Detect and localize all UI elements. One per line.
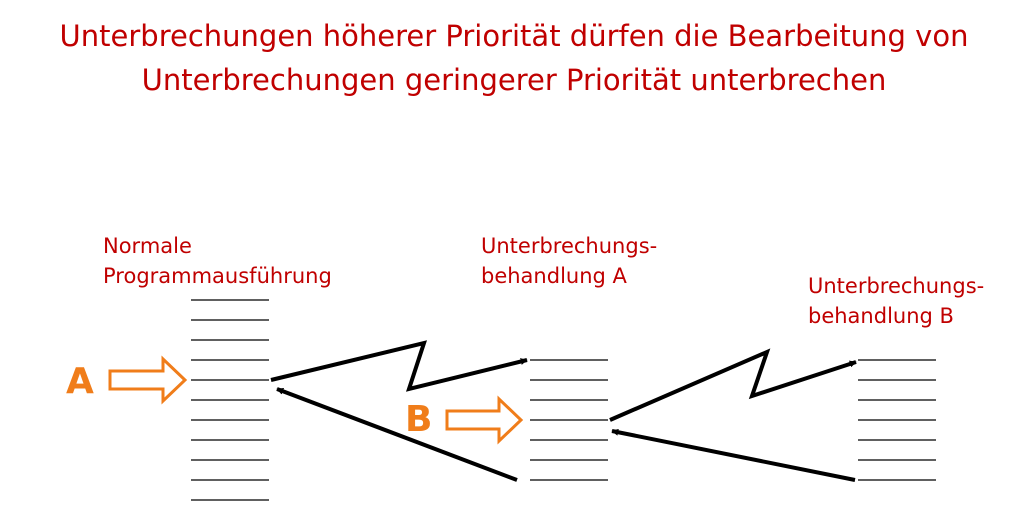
interrupt-b-letter: B	[405, 399, 433, 440]
label-handler-a-line-1: Unterbrechungs-	[481, 234, 658, 258]
main-program-instructions	[191, 299, 269, 501]
label-normal-line-1: Normale	[103, 234, 192, 258]
interrupt-b-arrow	[445, 395, 524, 445]
label-handler-a-line-2: behandlung A	[481, 264, 627, 288]
handler-a-instructions	[530, 359, 608, 481]
jump-to-handler-b-arrow	[609, 348, 857, 422]
handler-b-instructions	[858, 359, 936, 481]
diagram-title: Unterbrechungen höherer Priorität dürfen…	[0, 14, 1028, 102]
return-from-handler-b-arrow	[611, 428, 856, 482]
label-handler-b-line-1: Unterbrechungs-	[808, 274, 985, 298]
title-line-2: Unterbrechungen geringerer Priorität unt…	[141, 63, 887, 97]
label-normal-execution: Normale Programmausführung	[103, 231, 332, 291]
interrupt-a-arrow	[108, 355, 188, 405]
label-handler-b-line-2: behandlung B	[808, 304, 954, 328]
interrupt-a-letter: A	[66, 361, 94, 402]
jump-to-handler-a-arrow	[270, 340, 528, 392]
label-handler-b: Unterbrechungs- behandlung B	[808, 271, 984, 331]
label-normal-line-2: Programmausführung	[103, 264, 332, 288]
title-line-1: Unterbrechungen höherer Priorität dürfen…	[59, 19, 969, 53]
return-from-handler-a-arrow	[276, 387, 518, 482]
label-handler-a: Unterbrechungs- behandlung A	[481, 231, 657, 291]
